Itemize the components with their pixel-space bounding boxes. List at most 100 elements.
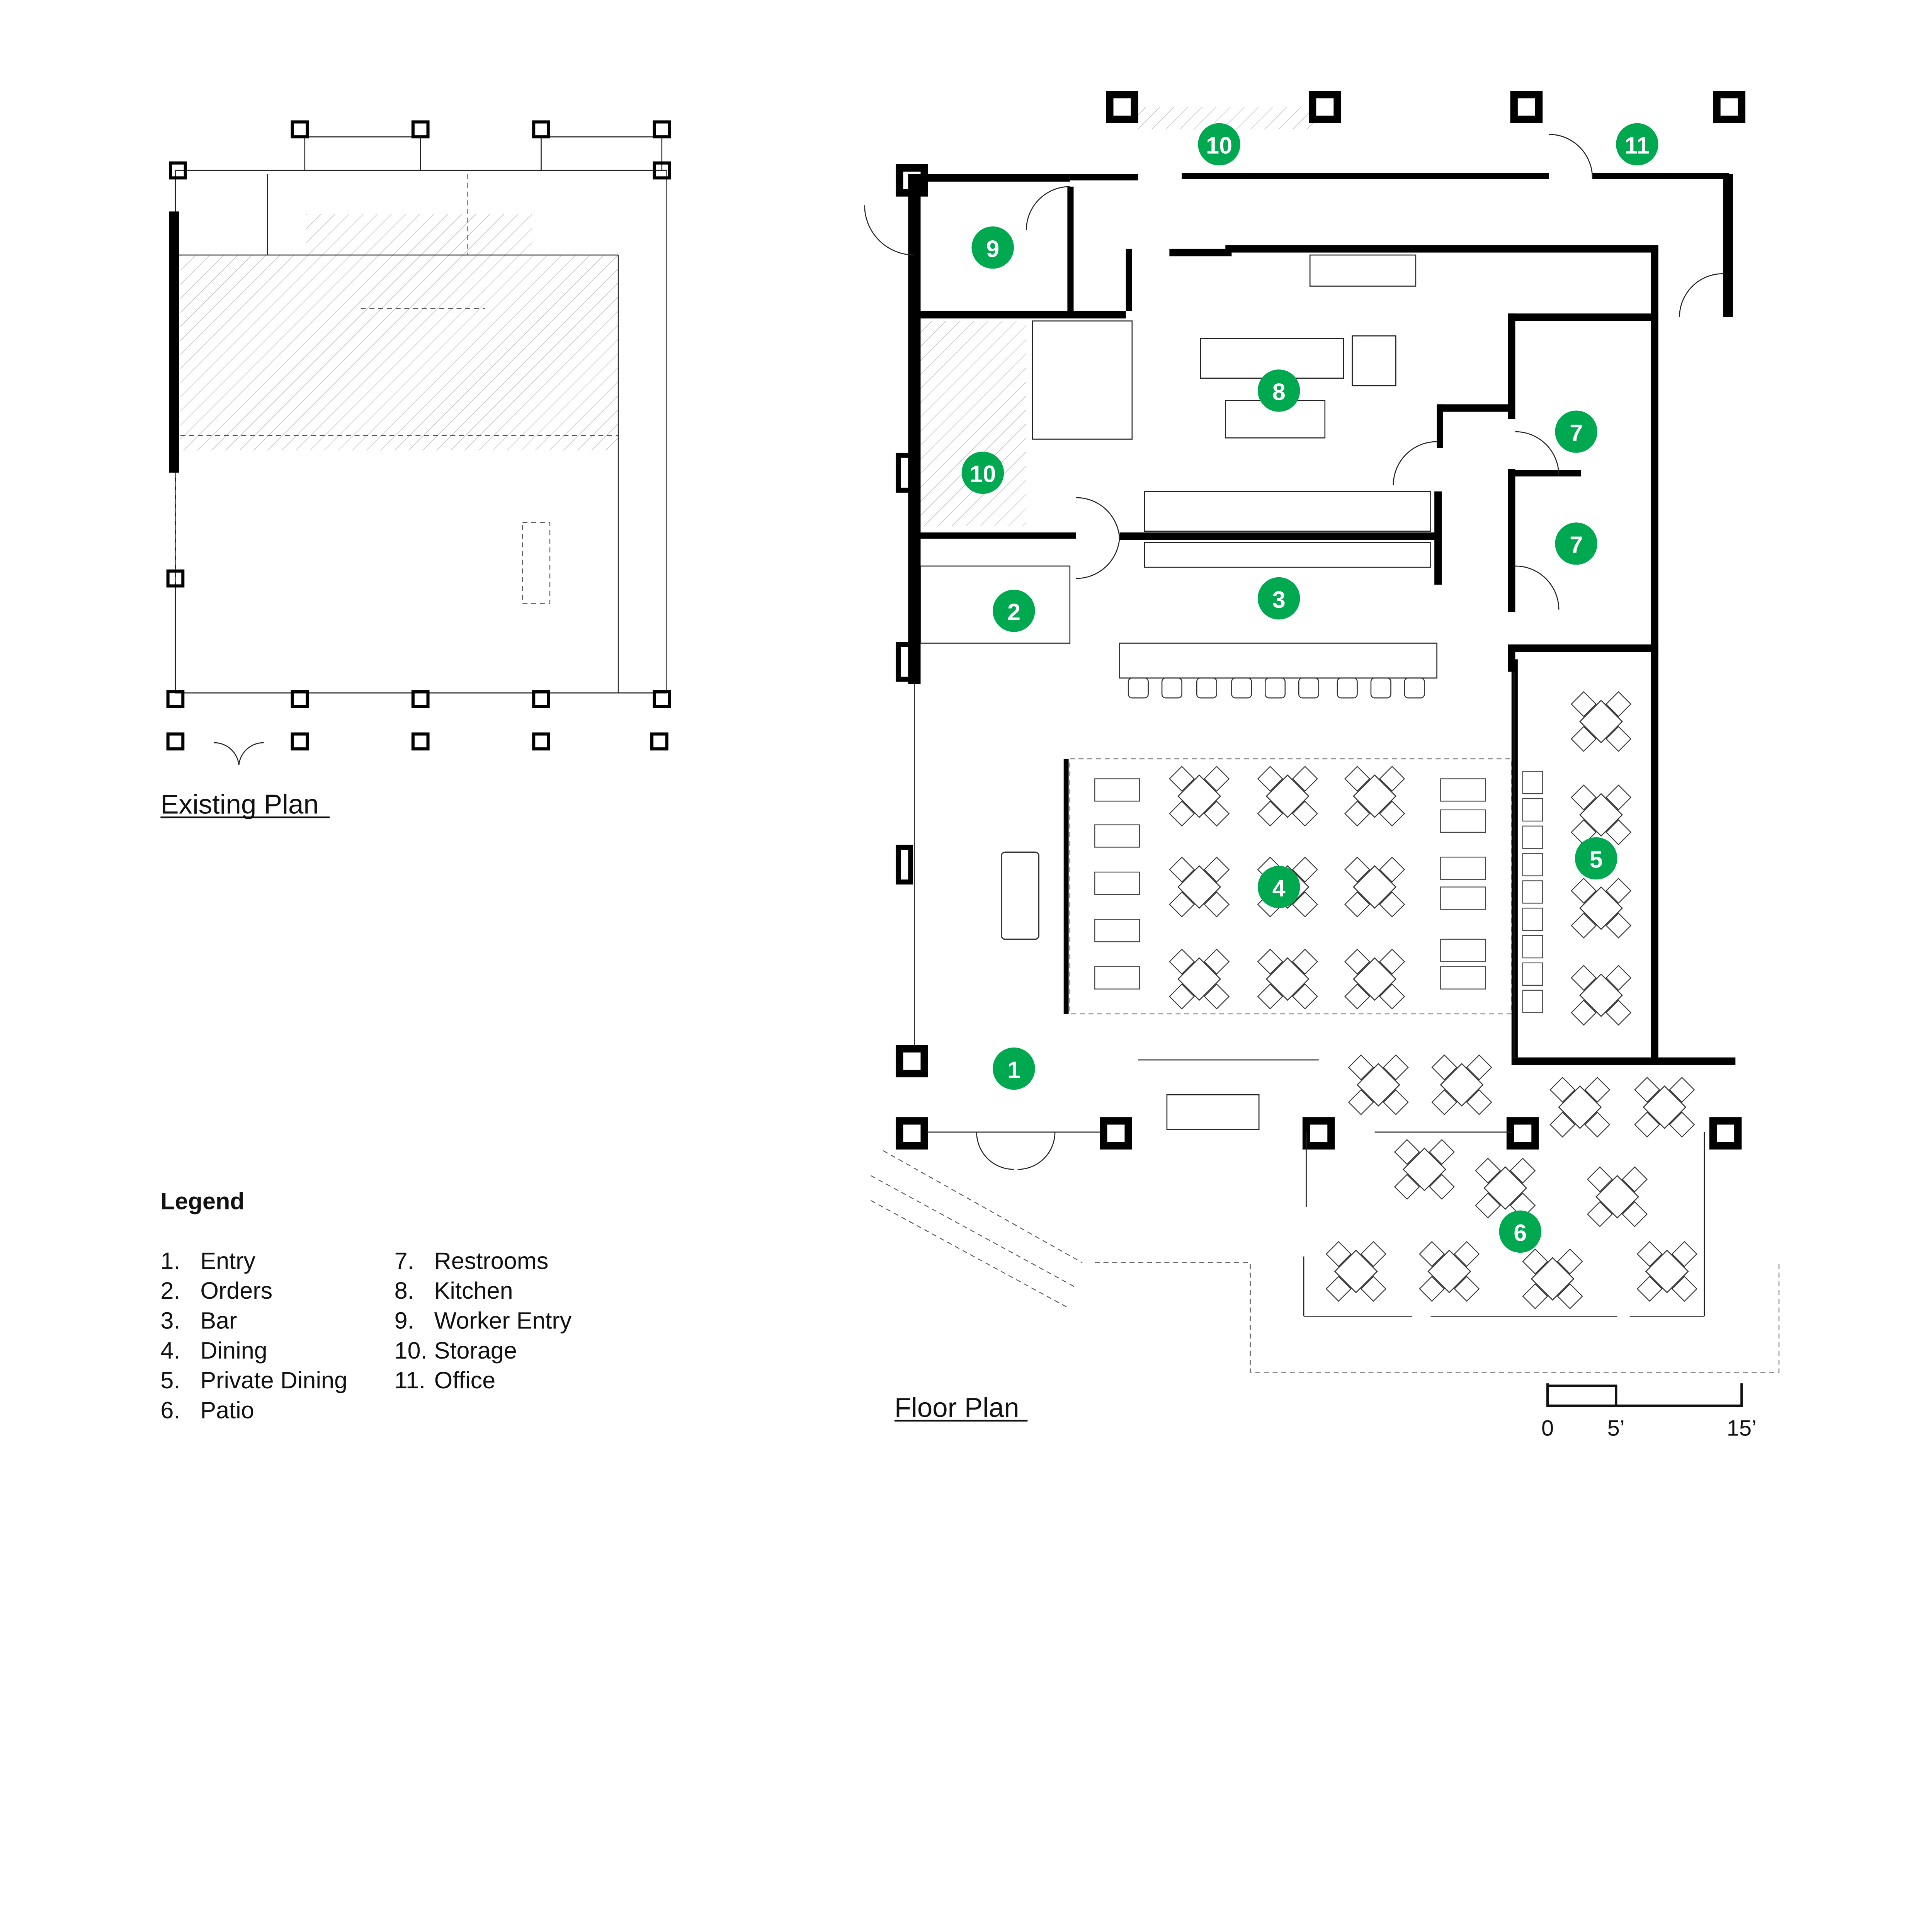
dining-table xyxy=(1587,1166,1648,1227)
bar-stool xyxy=(1404,677,1425,699)
legend-label: Dining xyxy=(200,1337,267,1364)
banquette-table xyxy=(1440,857,1486,880)
legend-label: Bar xyxy=(200,1308,237,1334)
dining-table xyxy=(1394,1139,1455,1200)
bar-stool xyxy=(1337,677,1358,699)
banquette-table xyxy=(1094,871,1140,895)
legend-heading: Legend xyxy=(160,1188,244,1214)
dining-table xyxy=(1571,784,1632,845)
room-marker: 7 xyxy=(1555,410,1597,453)
room-marker: 4 xyxy=(1257,866,1300,908)
legend-number: 6. xyxy=(160,1397,180,1423)
bar-stool xyxy=(1128,677,1149,699)
scale-bar: 0 5’ 15’ xyxy=(1541,1383,1757,1440)
scale-label-5: 5’ xyxy=(1607,1416,1625,1440)
legend-number: 4. xyxy=(160,1337,180,1364)
banquette-table xyxy=(1440,966,1486,990)
existing-wall-left xyxy=(169,211,179,473)
room-marker: 9 xyxy=(971,226,1014,269)
legend-number: 5. xyxy=(160,1367,180,1393)
dining-table xyxy=(1549,1077,1611,1138)
dining-table xyxy=(1571,965,1632,1026)
dining-table xyxy=(1257,765,1318,827)
banquette-table xyxy=(1094,824,1140,848)
bench-seat xyxy=(1522,962,1543,986)
bar-stool xyxy=(1196,677,1218,699)
bench-seat xyxy=(1522,825,1543,849)
dining-table xyxy=(1634,1077,1695,1138)
legend-label: Storage xyxy=(434,1337,517,1364)
bench-seat xyxy=(1522,908,1543,931)
bar-stool xyxy=(1370,677,1391,699)
legend-number: 8. xyxy=(395,1277,414,1304)
dining-table xyxy=(1348,1054,1409,1116)
banquette-table xyxy=(1440,809,1486,833)
dining-table xyxy=(1636,1241,1697,1302)
legend-label: Worker Entry xyxy=(434,1308,572,1334)
room-marker-number: 7 xyxy=(1570,532,1583,558)
existing-hatched-area-top xyxy=(306,214,532,257)
legend-number: 1. xyxy=(160,1248,180,1274)
room-marker: 6 xyxy=(1499,1210,1542,1253)
room-marker-number: 3 xyxy=(1272,587,1286,613)
legend-label: Office xyxy=(434,1367,496,1393)
legend-label: Private Dining xyxy=(200,1367,347,1393)
dining-table xyxy=(1344,949,1405,1010)
dining-table xyxy=(1169,857,1230,918)
bench-seat xyxy=(1522,935,1543,959)
storage-hatch xyxy=(920,321,1027,526)
room-marker-number: 6 xyxy=(1514,1220,1527,1246)
bench-seat xyxy=(1522,880,1543,904)
floor-plan-title: Floor Plan xyxy=(895,1393,1019,1423)
room-marker-number: 5 xyxy=(1590,847,1603,873)
dining-table xyxy=(1169,765,1230,827)
room-marker-number: 2 xyxy=(1007,599,1020,625)
dashed-lines xyxy=(871,758,1780,1373)
legend-label: Restrooms xyxy=(434,1248,549,1274)
banquette-table xyxy=(1440,778,1486,802)
dining-table xyxy=(1257,949,1318,1010)
room-marker-number: 11 xyxy=(1625,133,1650,159)
new-floor-plan: 1 2 3 4 5 6 7 7 8 9 10 10 11 xyxy=(864,91,1780,1373)
dining-table xyxy=(1475,1158,1536,1219)
banquette-table xyxy=(1094,778,1140,802)
room-marker: 5 xyxy=(1575,837,1617,880)
room-marker: 3 xyxy=(1257,577,1300,620)
scale-label-0: 0 xyxy=(1541,1416,1554,1440)
dining-table xyxy=(1169,949,1230,1010)
banquette-table xyxy=(1094,919,1140,942)
dining-table xyxy=(1431,1054,1492,1116)
bar-stools xyxy=(1001,677,1425,940)
dining-table xyxy=(1344,765,1405,827)
bar-stool xyxy=(1231,677,1252,699)
room-marker-number: 1 xyxy=(1007,1057,1020,1083)
dining-table xyxy=(1419,1241,1480,1302)
room-marker: 11 xyxy=(1616,123,1658,166)
room-marker: 1 xyxy=(993,1047,1035,1090)
legend-number: 2. xyxy=(160,1277,180,1304)
room-marker-number: 7 xyxy=(1570,420,1583,446)
tractor-display xyxy=(1001,851,1039,940)
existing-hatched-area xyxy=(180,255,619,451)
room-marker: 2 xyxy=(993,590,1035,632)
dining-table xyxy=(1571,878,1632,939)
legend-label: Orders xyxy=(200,1277,272,1304)
room-marker: 10 xyxy=(961,451,1004,494)
dining-table xyxy=(1522,1248,1583,1310)
room-marker-number: 9 xyxy=(986,236,999,262)
legend-number: 3. xyxy=(160,1308,180,1334)
existing-plan xyxy=(166,120,671,765)
legend-label: Kitchen xyxy=(434,1277,513,1304)
legend: Legend 1. Entry 2. Orders 3. Bar 4. Dining 5. Pri… xyxy=(160,1188,571,1423)
room-marker-number: 10 xyxy=(969,461,996,487)
bar-stool xyxy=(1298,677,1320,699)
bench-seat xyxy=(1522,771,1543,794)
banquette-table xyxy=(1094,966,1140,990)
dining-table xyxy=(1344,857,1405,918)
room-marker: 10 xyxy=(1198,123,1240,166)
bench-seat xyxy=(1522,990,1543,1013)
legend-label: Entry xyxy=(200,1248,255,1274)
dining-table xyxy=(1571,691,1632,752)
room-marker-number: 8 xyxy=(1272,379,1286,405)
